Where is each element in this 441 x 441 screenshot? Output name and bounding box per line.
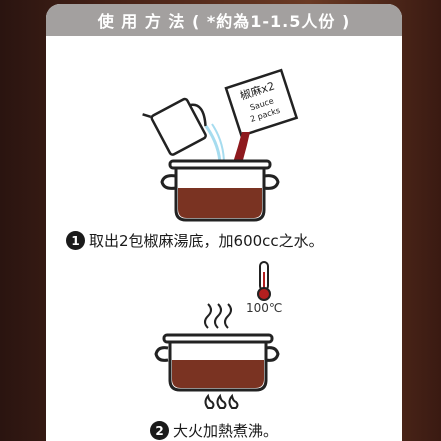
- thermometer-icon: [257, 261, 271, 301]
- instructions-card: 使 用 方 法 ( *約為1-1.5人份 ) 椒麻x2 Sauce 2 pack…: [46, 4, 402, 441]
- step2-text: 大火加熱煮沸。: [173, 422, 279, 440]
- measuring-cup-icon: [142, 97, 207, 156]
- step1-text: 取出2包椒麻湯底，加600cc之水。: [89, 232, 324, 250]
- temperature-label: 100℃: [246, 301, 283, 315]
- step1-illustration: 椒麻x2 Sauce 2 packs: [142, 68, 299, 409]
- boiling-pot-icon: [154, 333, 280, 392]
- step2-caption: 2 大火加熱煮沸。: [150, 420, 278, 441]
- step2-number: 2: [150, 421, 169, 440]
- flame-icon: [204, 393, 239, 409]
- sauce-packet-icon: 椒麻x2 Sauce 2 packs: [224, 68, 299, 138]
- step1-caption: 1 取出2包椒麻湯底，加600cc之水。: [66, 230, 324, 251]
- step1-number: 1: [66, 231, 85, 250]
- steam-icon: [204, 303, 232, 329]
- instructions-header: 使 用 方 法 ( *約為1-1.5人份 ): [46, 4, 402, 36]
- pot-icon: [160, 159, 280, 222]
